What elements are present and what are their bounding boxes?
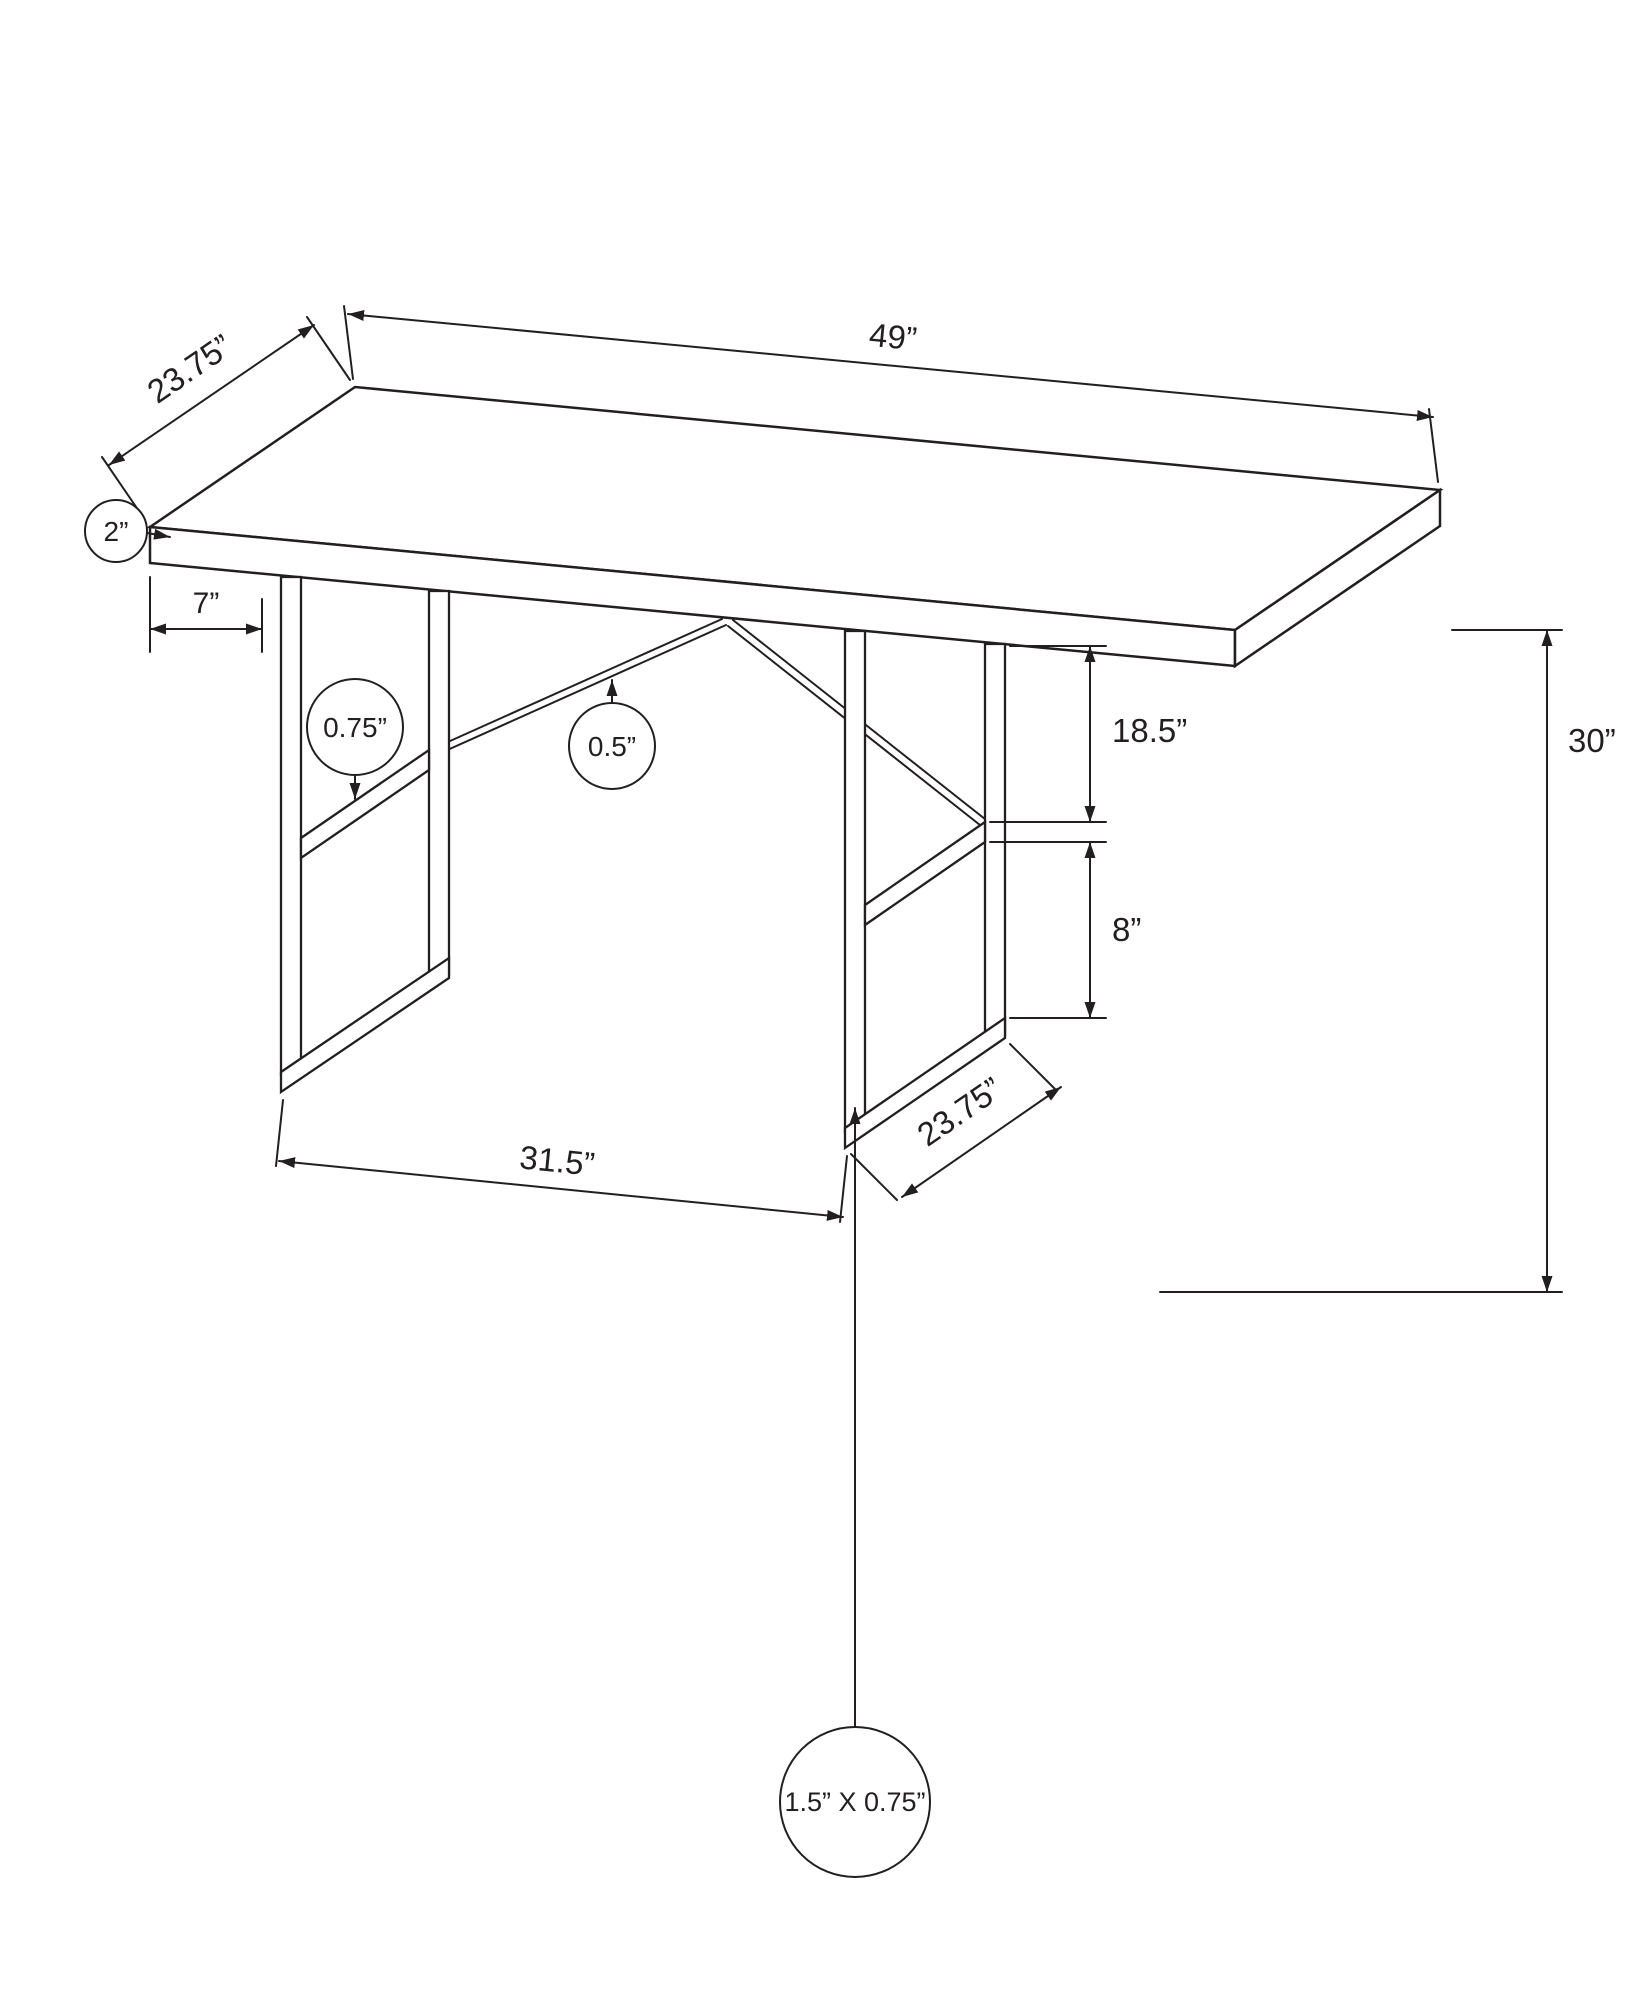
callout-frame-tube: 1.5” X 0.75”	[779, 1107, 931, 1878]
dimension-line	[901, 1086, 1062, 1198]
left-brace-line	[429, 618, 723, 751]
dim-overall-height-label: 30”	[1568, 722, 1616, 759]
cross-braces	[429, 618, 991, 830]
dimension-line	[108, 324, 315, 466]
extension-line	[343, 305, 354, 380]
dim-frame-tube-label: 1.5” X 0.75”	[784, 1787, 925, 1817]
extension-line	[275, 1099, 284, 1167]
right-leg-front-bar	[843, 629, 867, 1134]
dimension-upper-clearance: 18.5”	[989, 645, 1187, 823]
extension-line	[1009, 1043, 1057, 1091]
tabletop	[146, 385, 1444, 669]
dim-top-thickness-label: 2”	[104, 516, 129, 547]
dimension-overhang: 7”	[149, 576, 263, 653]
dimension-overall-height: 30”	[1159, 629, 1616, 1293]
dim-brace-thickness-label: 0.5”	[588, 731, 636, 762]
dim-lower-clearance-label: 8”	[1112, 911, 1141, 948]
extension-line	[306, 316, 351, 381]
dimension-between-legs: 31.5”	[275, 1099, 848, 1223]
extension-line	[1428, 408, 1439, 483]
left-leg-shelf-bar	[299, 747, 431, 861]
dimension-line	[278, 1157, 844, 1221]
left-leg	[279, 575, 451, 1095]
callout-circle	[84, 499, 148, 563]
dimension-line	[347, 310, 1434, 421]
extension-line	[850, 1153, 898, 1201]
dim-top-depth-label: 23.75”	[140, 327, 238, 410]
left-brace-line-2	[433, 624, 727, 757]
dim-top-length-label: 49”	[868, 316, 919, 357]
extension-line	[839, 1155, 848, 1223]
right-leg-shelf-bar	[863, 819, 987, 928]
callout-shelf-thickness: 0.75”	[306, 678, 404, 800]
callout-circle	[779, 1726, 931, 1878]
leader-line	[146, 528, 171, 540]
callout-top-thickness: 2”	[84, 499, 171, 563]
dimension-lower-clearance: 8”	[989, 841, 1141, 1019]
left-leg-front-bar	[279, 575, 303, 1077]
right-leg-foot-bar	[843, 1015, 1007, 1151]
tabletop-right-edge-face	[1233, 487, 1442, 669]
dimension-top-length: 49”	[343, 305, 1439, 483]
left-leg-back-bar	[427, 589, 451, 977]
right-leg	[843, 629, 1007, 1151]
right-leg-back-bar	[983, 642, 1007, 1037]
callout-brace-thickness: 0.5”	[568, 679, 656, 790]
dim-upper-clearance-label: 18.5”	[1112, 712, 1187, 749]
dim-shelf-thickness-label: 0.75”	[323, 712, 387, 743]
dim-between-legs-label: 31.5”	[518, 1138, 597, 1182]
left-leg-foot-bar	[279, 955, 451, 1095]
dim-overhang-label: 7”	[193, 587, 220, 620]
